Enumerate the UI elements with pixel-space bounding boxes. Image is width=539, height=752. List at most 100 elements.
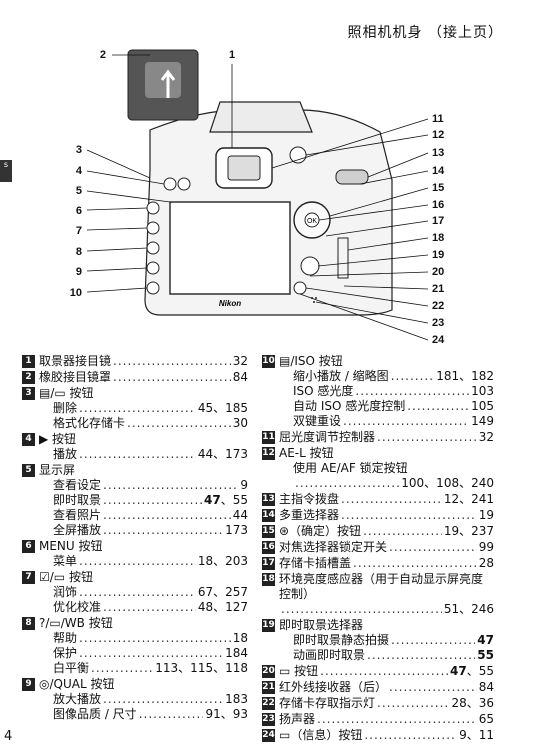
item-line: 放大播放183: [39, 692, 248, 707]
item-line: 缩小播放 / 缩略图 181、182: [279, 369, 494, 384]
callout-19: 19: [432, 249, 444, 261]
page-ref[interactable]: 84: [232, 370, 248, 384]
page-ref[interactable]: 91、93: [205, 707, 248, 721]
item-line: 查看设定9: [39, 478, 248, 493]
leader-dots: [103, 508, 231, 523]
page-ref[interactable]: 18、203: [197, 554, 248, 568]
item-number: 13: [262, 493, 275, 506]
line-text: 自动 ISO 感光度控制: [293, 399, 406, 413]
line-text: 白平衡: [53, 661, 90, 675]
page-ref[interactable]: 184: [225, 646, 248, 660]
line-text: 格式化存储卡: [53, 416, 126, 430]
item-line: 优化校准 48、127: [39, 600, 248, 615]
page-ref[interactable]: 18: [232, 631, 248, 645]
line-text: 即时取景: [53, 493, 102, 507]
item-title: ▤/▭ 按钮: [39, 386, 94, 400]
line-text: 双键重设: [293, 414, 342, 428]
item-title: MENU 按钮: [39, 539, 103, 553]
item-line: 双键重设 149: [279, 414, 494, 429]
item-line: 51、246: [279, 602, 494, 617]
page-ref[interactable]: 113、115、118: [155, 661, 248, 675]
page-ref[interactable]: 183: [225, 692, 248, 706]
page-ref[interactable]: 45、185: [197, 401, 248, 415]
page-ref[interactable]: 100、108、240: [401, 476, 494, 490]
leader-dots: [79, 401, 196, 416]
callout-lines: [86, 54, 429, 341]
page-ref[interactable]: 105: [471, 399, 494, 413]
line-text: 保护: [53, 646, 78, 660]
page-ref[interactable]: 30: [232, 416, 248, 430]
page-ref[interactable]: 181、182: [436, 369, 494, 383]
item-number: 5: [22, 464, 35, 477]
page-ref[interactable]: 32: [478, 430, 494, 444]
list-item: 14多重选择器19: [262, 508, 494, 523]
page-ref[interactable]: 28、36: [451, 696, 494, 710]
leader-dots: [391, 369, 435, 384]
callout-18: 18: [432, 232, 444, 244]
callout-4: 4: [76, 165, 83, 177]
page-ref[interactable]: 173: [225, 523, 248, 537]
item-number: 16: [262, 541, 275, 554]
item-number: 24: [262, 729, 275, 742]
list-item: 11屈光度调节控制器32: [262, 430, 494, 445]
page-ref[interactable]: 44: [232, 508, 248, 522]
callout-22: 22: [432, 300, 444, 312]
item-title: ▶ 按钮: [39, 432, 77, 446]
page-ref[interactable]: 103: [471, 384, 494, 398]
leader-dots: [295, 476, 399, 491]
line-text: 屈光度调节控制器: [279, 430, 376, 444]
item-line: 使用 AE/AF 锁定按钮: [279, 461, 494, 476]
page-ref[interactable]: 9: [240, 478, 248, 492]
page-ref[interactable]: 47、55: [204, 493, 248, 507]
line-text: 查看照片: [53, 508, 102, 522]
line-text: ▭ 按钮: [279, 664, 319, 678]
page-ref[interactable]: 28: [478, 556, 494, 570]
callout-11: 11: [432, 113, 444, 125]
page-ref[interactable]: 47、55: [450, 664, 494, 678]
page-ref[interactable]: 19: [478, 508, 494, 522]
item-number: 6: [22, 540, 35, 553]
page-ref[interactable]: 48、127: [197, 600, 248, 614]
item-line: 屈光度调节控制器 32: [279, 430, 494, 445]
leader-dots: [389, 540, 477, 555]
callout-1: 1: [229, 49, 235, 61]
page-ref[interactable]: 19、237: [443, 524, 494, 538]
page-ref[interactable]: 55: [477, 648, 494, 662]
page-ref[interactable]: 32: [232, 354, 248, 368]
line-text: 动画即时取景: [293, 648, 366, 662]
ok-label: OK: [307, 218, 317, 225]
line-text: 缩小播放 / 缩略图: [293, 369, 389, 383]
page-ref[interactable]: 65: [478, 712, 494, 726]
item-number: 21: [262, 681, 275, 694]
list-item: 7☑/▭ 按钮润饰67、257优化校准48、127: [22, 570, 248, 615]
line-text: 帮助: [53, 631, 78, 645]
line-text: 取景器接目镜: [39, 354, 112, 368]
page-ref[interactable]: 51、246: [443, 602, 494, 616]
page-ref[interactable]: 9、11: [459, 728, 494, 742]
page-ref[interactable]: 84: [478, 680, 494, 694]
page-ref[interactable]: 99: [478, 540, 494, 554]
line-text: 删除: [53, 401, 78, 415]
page-ref[interactable]: 47: [477, 633, 494, 647]
page-ref[interactable]: 149: [471, 414, 494, 428]
callout-16: 16: [432, 199, 444, 211]
list-item: 24▭（信息）按钮9、11: [262, 728, 494, 743]
item-line: 主指令拨盘12、241: [279, 492, 494, 507]
line-text: 播放: [53, 447, 78, 461]
page-ref[interactable]: 67、257: [197, 585, 248, 599]
item-line: 播放 44、173: [39, 447, 248, 462]
item-number: 4: [22, 433, 35, 446]
callout-13: 13: [432, 147, 444, 159]
line-text: 优化校准: [53, 600, 102, 614]
page-ref[interactable]: 44、173: [197, 447, 248, 461]
item-title: 即时取景选择器: [279, 618, 364, 632]
page-ref[interactable]: 12、241: [443, 492, 494, 506]
item-line: ▭ 按钮 47、55: [279, 664, 494, 679]
leader-dots: [103, 493, 202, 508]
callout-21: 21: [432, 283, 444, 295]
